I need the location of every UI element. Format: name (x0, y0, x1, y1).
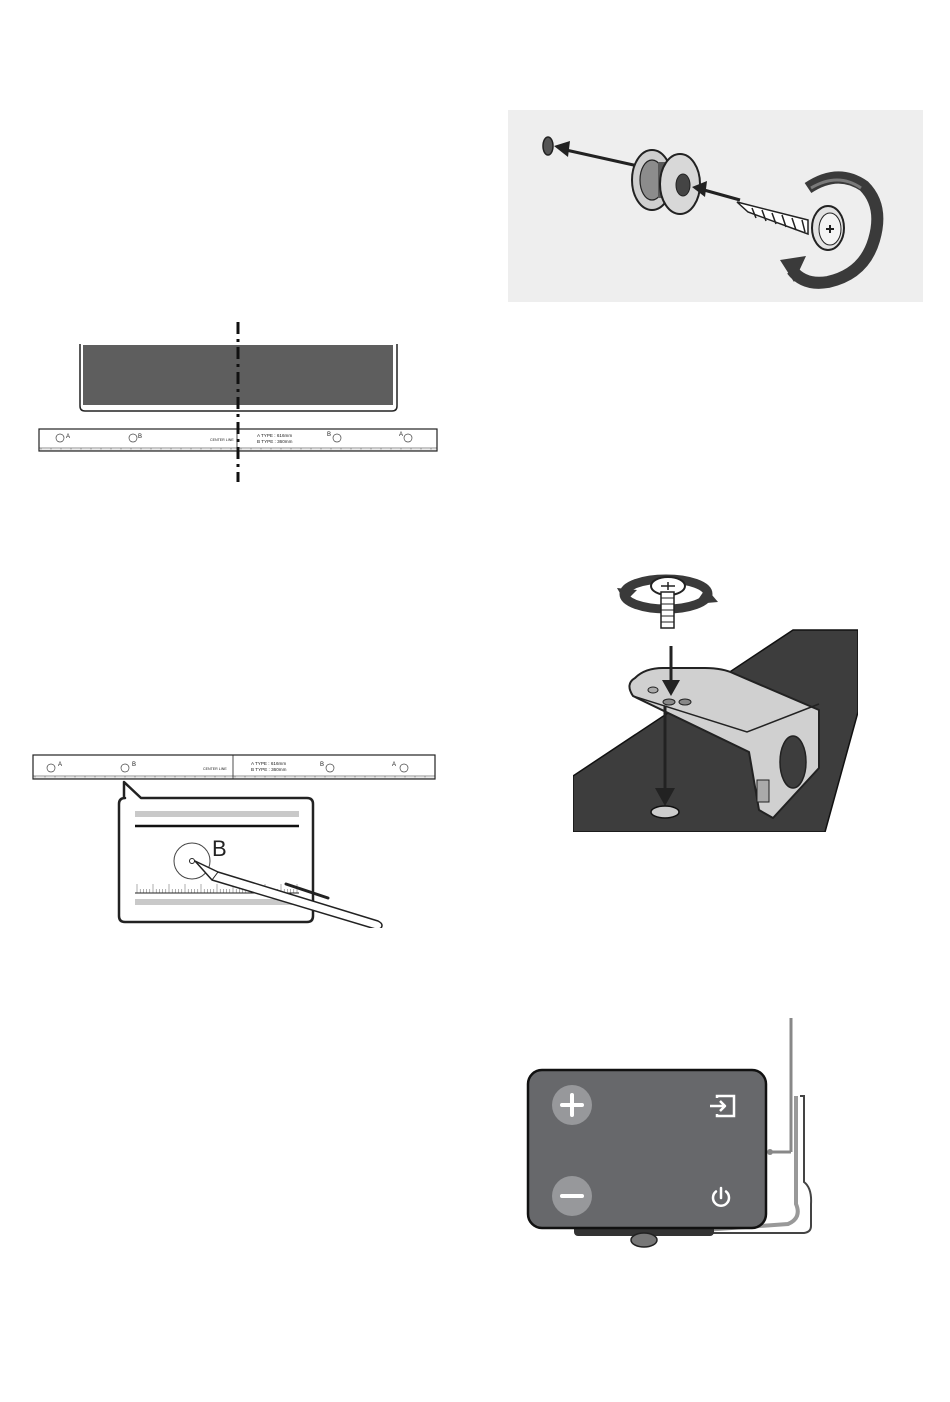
template-label-b-right: B (327, 432, 331, 438)
template2-label-a-left: A (58, 762, 62, 768)
holder-screw-icon (632, 150, 700, 214)
arrow-to-wall-icon (554, 141, 638, 166)
volume-up-button[interactable] (552, 1085, 592, 1125)
plus-icon (560, 1093, 584, 1117)
bracket-mount-figure[interactable] (573, 556, 858, 832)
control-panel-svg (526, 1018, 826, 1254)
template2-label-b-right: B (320, 762, 324, 768)
screw-anchor-svg (508, 110, 923, 302)
center-mark (190, 859, 195, 864)
power-button[interactable] (705, 1182, 737, 1214)
control-panel-figure[interactable] (526, 1018, 826, 1254)
tv-template-figure: A B B A CENTER LINE A TYPE : 616mm B TYP… (30, 318, 450, 488)
bolt-icon (651, 577, 685, 628)
template-b-type: B TYPE : 360mm (257, 439, 293, 444)
wall-hole (543, 137, 553, 155)
template-marking-svg: A B B A CENTER LINE A TYPE : 616mm B TYP… (28, 748, 448, 928)
volume-down-button[interactable] (552, 1176, 592, 1216)
bar-screw-hole (651, 806, 679, 818)
bracket-mount-svg (573, 556, 858, 832)
template-a-type: A TYPE : 616mm (257, 433, 292, 438)
template-marking-figure: A B B A CENTER LINE A TYPE : 616mm B TYP… (28, 748, 448, 928)
template-label-a-left: A (66, 434, 70, 440)
template2-a-type: A TYPE : 616mm (251, 761, 286, 766)
template2-label-a-right: A (392, 762, 396, 768)
template-center-line-label: CENTER LINE (210, 438, 234, 442)
minus-icon (560, 1184, 584, 1208)
screw-anchor-figure[interactable] (508, 110, 923, 302)
power-icon (709, 1186, 733, 1210)
input-source-icon (708, 1094, 736, 1118)
template-label-b-left: B (138, 434, 142, 440)
wall-mount-template-2: A B B A CENTER LINE A TYPE : 616mm B TYP… (33, 755, 435, 779)
template2-b-type: B TYPE : 360mm (251, 767, 287, 772)
template2-label-b-left: B (132, 762, 136, 768)
template-label-a-right: A (399, 432, 403, 438)
magnified-label-b: B (212, 836, 227, 861)
tv-template-svg: A B B A CENTER LINE A TYPE : 616mm B TYP… (30, 318, 450, 488)
template2-center-line-label: CENTER LINE (203, 767, 227, 771)
source-button[interactable] (706, 1090, 738, 1122)
screw-icon (737, 202, 844, 250)
